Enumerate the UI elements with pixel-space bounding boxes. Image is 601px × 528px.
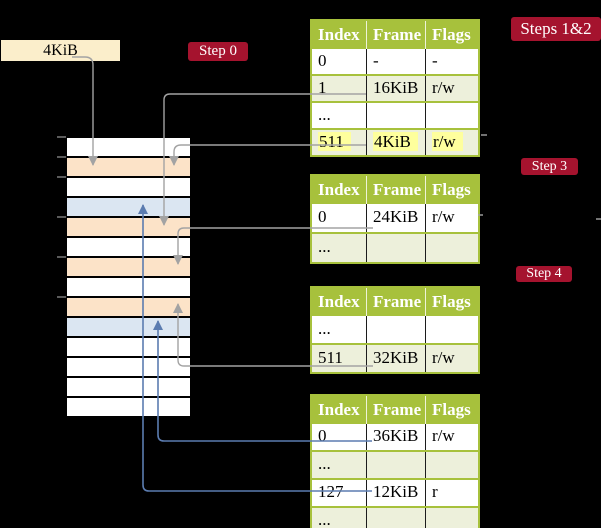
memory-row-4 xyxy=(67,198,190,218)
memory-row-3 xyxy=(67,178,190,198)
badge-step-4: Step 4 xyxy=(516,266,572,282)
table-cell: 16KiB xyxy=(367,76,426,101)
table-cell: ... xyxy=(312,452,367,478)
memory-row-9 xyxy=(67,298,190,318)
memory-row-14 xyxy=(67,398,190,418)
highlighted-value: 511 xyxy=(318,132,351,151)
table-cell: 0 xyxy=(312,49,367,74)
table-header-cell: Flags xyxy=(426,176,478,204)
table-cell: r/w xyxy=(426,130,478,155)
table-header-cell: Index xyxy=(312,176,367,204)
badge-steps-1-2: Steps 1&2 xyxy=(511,17,601,41)
memory-row-10 xyxy=(67,318,190,338)
table-cell xyxy=(426,452,478,478)
table-cell xyxy=(426,103,478,128)
table-row: ... xyxy=(312,101,478,128)
table-cell: 1 xyxy=(312,76,367,101)
table-cell: r/w xyxy=(432,348,455,367)
table-cell: 24KiB xyxy=(367,204,426,232)
table-cell xyxy=(426,508,478,528)
table-header-cell: Index xyxy=(312,288,367,316)
table-header-cell: Frame xyxy=(367,288,426,316)
table-row: ... xyxy=(312,506,478,528)
memory-row-5 xyxy=(67,218,190,238)
table-cell xyxy=(367,316,426,343)
memory-row-8 xyxy=(67,278,190,298)
memory-row-6 xyxy=(67,238,190,258)
table-row: 0-- xyxy=(312,49,478,74)
badge-step-0: Step 0 xyxy=(188,42,248,61)
table-header-cell: Frame xyxy=(367,176,426,204)
table-row: ... xyxy=(312,232,478,262)
table-cell: 127 xyxy=(312,480,367,506)
badge-step-3: Step 3 xyxy=(521,158,578,175)
table-cell xyxy=(426,234,478,262)
memory-row-7 xyxy=(67,258,190,278)
memory-address-ticks xyxy=(57,136,66,298)
memory-row-13 xyxy=(67,378,190,398)
table-cell: 511 xyxy=(312,345,367,372)
table-cell: r/w xyxy=(432,207,455,226)
table-row: ... xyxy=(312,450,478,478)
table-header-cell: Flags xyxy=(426,288,478,316)
table-cell: 12KiB xyxy=(367,480,426,506)
table-cell: ... xyxy=(312,508,367,528)
memory-row-11 xyxy=(67,338,190,358)
memory-row-1 xyxy=(67,138,190,158)
table-header-cell: Flags xyxy=(426,21,478,49)
table-cell: 0 xyxy=(312,424,367,450)
table-row: ... xyxy=(312,316,478,343)
table-header-cell: Flags xyxy=(426,396,478,424)
table-header-cell: Index xyxy=(312,396,367,424)
highlighted-value: r/w xyxy=(432,132,463,151)
table-cell: ... xyxy=(312,234,367,262)
highlighted-value: 4KiB xyxy=(373,132,418,151)
table-row: 511 4KiB r/w xyxy=(312,128,478,155)
table-cell: ... xyxy=(312,316,367,343)
table-cell: 36KiB xyxy=(367,424,426,450)
table-cell xyxy=(367,508,426,528)
table-cell: r xyxy=(432,482,438,501)
table-cell: 511 xyxy=(312,130,367,155)
table-cell xyxy=(367,103,426,128)
table-cell: 0 xyxy=(312,204,367,232)
table-cell xyxy=(367,234,426,262)
root-frame-box: 4KiB xyxy=(1,40,120,61)
table-cell: 32KiB xyxy=(367,345,426,372)
table-cell: - xyxy=(367,49,426,74)
memory-row-2 xyxy=(67,158,190,178)
table-header-cell: Index xyxy=(312,21,367,49)
table-cell: r/w xyxy=(432,78,455,97)
memory-column xyxy=(67,136,190,418)
table-cell: ... xyxy=(312,103,367,128)
table-cell: r/w xyxy=(432,426,455,445)
table-cell xyxy=(367,452,426,478)
table-header-cell: Frame xyxy=(367,21,426,49)
table-cell xyxy=(426,316,478,343)
memory-row-12 xyxy=(67,358,190,378)
table-cell: 4KiB xyxy=(367,130,426,155)
table-header-cell: Frame xyxy=(367,396,426,424)
table-cell: - xyxy=(432,51,438,70)
